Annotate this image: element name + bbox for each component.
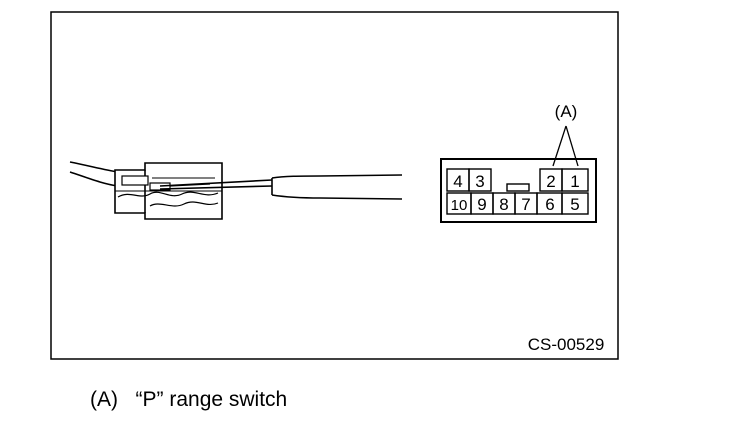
figure-frame: [50, 11, 619, 360]
pin-label: 8: [499, 195, 508, 214]
legend: (A) “P” range switch: [90, 388, 287, 412]
pin-label: 2: [546, 172, 555, 191]
figure-id: CS-00529: [528, 335, 605, 354]
harness-connector: [114, 162, 223, 220]
callout-a: (A): [552, 102, 579, 167]
pin-label: 5: [570, 195, 579, 214]
pin-label: 3: [475, 172, 484, 191]
pin-label: 6: [545, 195, 554, 214]
harness-wires: [69, 161, 119, 187]
callout-leader-pin2: [552, 125, 567, 167]
pin-label: 7: [521, 195, 530, 214]
pin-label: 9: [477, 195, 486, 214]
connector-face: 1 2 3 4 5 6 7 8 9 10: [440, 158, 597, 223]
callout-label: (A): [555, 102, 578, 121]
pin-label: 1: [570, 172, 579, 191]
legend-text: “P” range switch: [135, 388, 288, 411]
test-probe: [159, 174, 403, 200]
pin-label: 4: [453, 172, 462, 191]
pin-label: 10: [451, 197, 468, 214]
callout-leader-pin1: [565, 125, 579, 167]
legend-key: (A): [90, 388, 118, 411]
